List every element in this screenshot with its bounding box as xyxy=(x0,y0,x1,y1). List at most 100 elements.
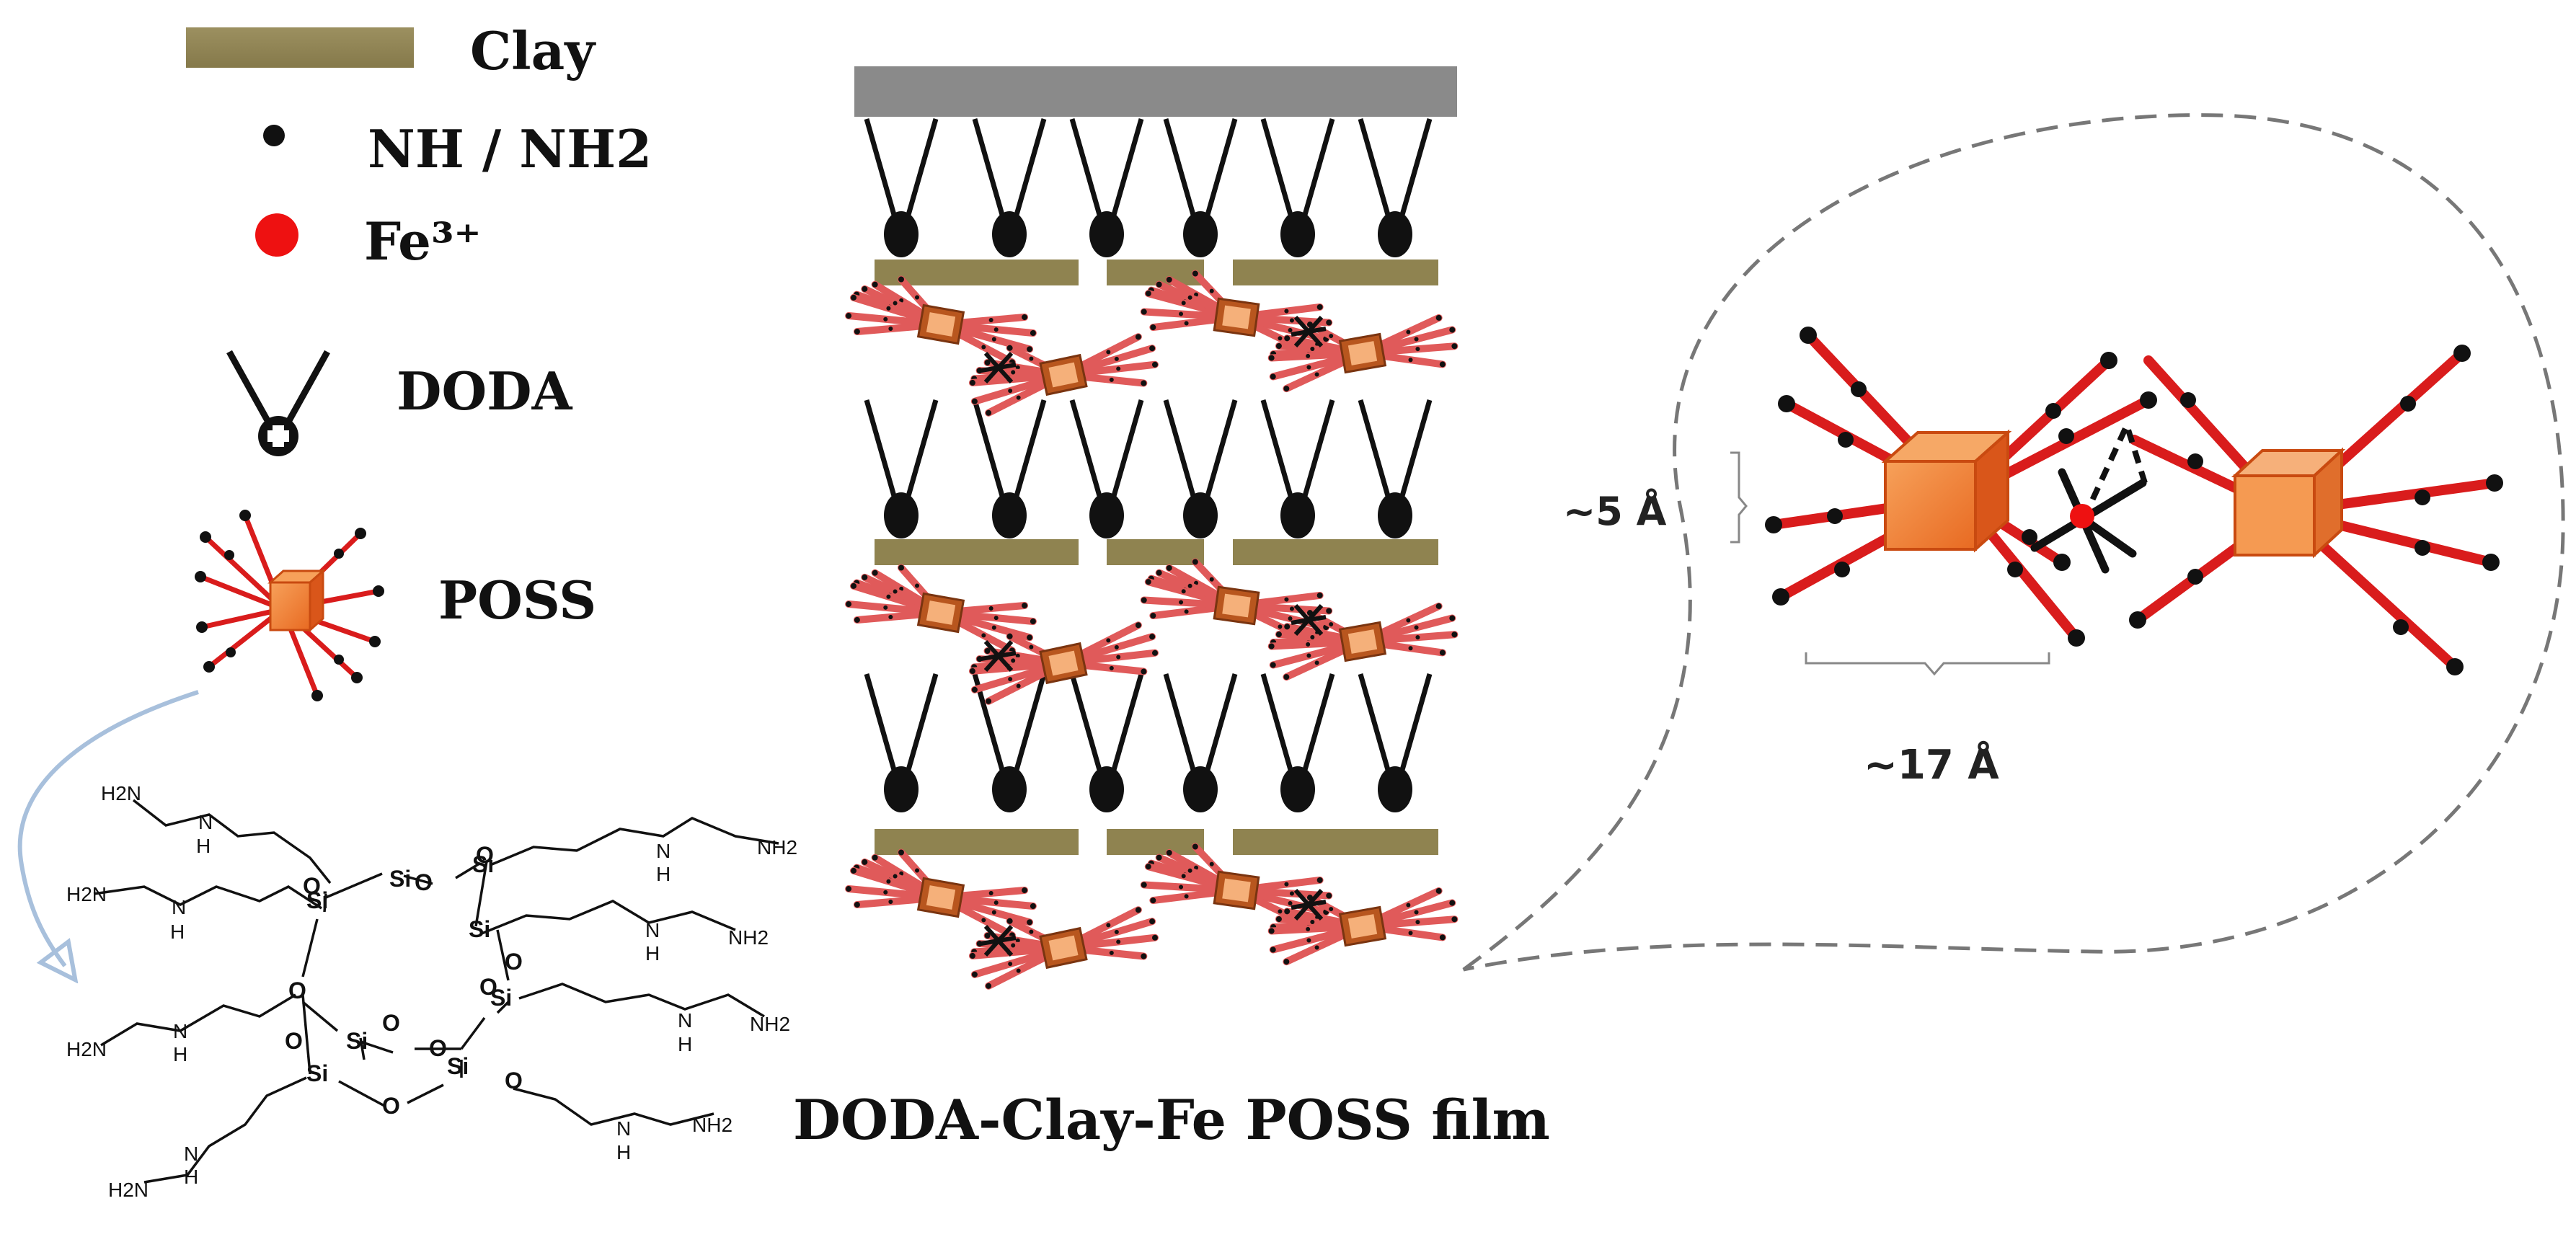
poss-cluster xyxy=(845,848,1037,939)
fe-ion-zoom xyxy=(2070,504,2094,528)
clay-sheet xyxy=(875,539,1079,565)
o-atom: O xyxy=(285,1028,303,1054)
clay-sheet xyxy=(1233,260,1438,285)
poss-cluster xyxy=(1267,602,1459,681)
doda-layers xyxy=(864,118,1433,812)
doda-molecule xyxy=(1358,118,1433,257)
height-dimension-label: ~5 Å xyxy=(1563,489,1667,534)
legend: Clay NH / NH2 Fe³⁺ DODA xyxy=(17,20,652,966)
zoom-callout-outline xyxy=(1462,113,2565,972)
doda-molecule xyxy=(1358,399,1433,538)
si-atom: Si xyxy=(472,851,494,877)
amine-n: N xyxy=(645,919,660,941)
clay-sheet xyxy=(1233,829,1438,855)
amine-n: N xyxy=(616,1117,631,1140)
clay-sheet xyxy=(875,829,1079,855)
poss-chemical-structure: Si Si Si Si Si Si Si Si O O O O O O O O … xyxy=(66,782,797,1201)
poss-cluster xyxy=(845,564,1037,655)
amine-group: NH2 xyxy=(728,926,769,949)
o-atom: O xyxy=(382,1010,400,1036)
poss-cluster xyxy=(1140,843,1333,929)
si-atom: Si xyxy=(469,916,490,942)
doda-molecule xyxy=(1260,399,1335,538)
fe-coordination-center xyxy=(1291,315,1327,348)
amine-group: H2N xyxy=(101,782,141,804)
o-atom: O xyxy=(429,1035,447,1061)
o-atom: O xyxy=(288,977,306,1003)
amine-h: H xyxy=(170,921,185,943)
clay-layers xyxy=(875,260,1438,855)
amine-h: H xyxy=(656,863,670,885)
si-atom: Si xyxy=(306,1060,328,1086)
film-stack xyxy=(845,66,1459,990)
o-atom: O xyxy=(505,949,523,975)
doda-molecule xyxy=(1163,673,1238,812)
amine-n: N xyxy=(173,1020,187,1042)
doda-molecule xyxy=(864,399,939,538)
film-title: DODA-Clay-Fe POSS film xyxy=(793,1088,1550,1152)
doda-molecule xyxy=(864,118,939,257)
si-atom: Si xyxy=(447,1053,469,1079)
amine-group: H2N xyxy=(66,883,107,905)
fe-coordination-center xyxy=(981,351,1017,384)
height-bracket xyxy=(1730,451,1748,544)
amine-group: NH2 xyxy=(750,1013,790,1035)
amine-n: N xyxy=(656,840,670,862)
doda-legend-label: DODA xyxy=(397,360,573,422)
width-dimension-label: ~17 Å xyxy=(1864,741,1999,789)
amine-h: H xyxy=(173,1043,187,1065)
doda-molecule xyxy=(1163,118,1238,257)
doda-molecule xyxy=(1260,118,1335,257)
doda-molecule xyxy=(972,118,1047,257)
poss-legend-icon xyxy=(195,510,384,701)
o-atom: O xyxy=(479,974,497,1000)
amine-group: H2N xyxy=(108,1179,149,1201)
o-atom: O xyxy=(476,842,494,868)
fe-coordination-center xyxy=(981,924,1017,957)
poss-layers xyxy=(845,270,1459,990)
si-atom: Si xyxy=(306,887,328,913)
amine-h: H xyxy=(645,942,660,965)
doda-molecule xyxy=(864,673,939,812)
doda-molecule xyxy=(972,673,1047,812)
o-atom: O xyxy=(505,1068,523,1094)
clay-sheet xyxy=(1107,260,1204,285)
amine-legend-label: NH / NH2 xyxy=(368,118,652,179)
fe-legend-dot xyxy=(255,213,298,257)
doda-molecule xyxy=(1260,673,1335,812)
clay-sheet xyxy=(1107,829,1204,855)
o-atom: O xyxy=(303,873,321,899)
poss-structure-arrow xyxy=(17,690,199,966)
clay-legend-label: Clay xyxy=(470,20,596,81)
poss-cluster xyxy=(968,621,1159,705)
doda-legend-icon xyxy=(226,350,330,456)
doda-molecule xyxy=(972,399,1047,538)
clay-sheet xyxy=(875,260,1079,285)
amine-n: N xyxy=(172,896,186,918)
amine-h: H xyxy=(616,1141,631,1163)
amine-group: H2N xyxy=(66,1038,107,1060)
doda-molecule xyxy=(1163,399,1238,538)
doda-molecule xyxy=(1069,673,1144,812)
o-atom: O xyxy=(415,869,433,895)
amine-group: NH2 xyxy=(692,1114,732,1136)
si-atom: Si xyxy=(389,866,411,892)
fe-legend-label: Fe³⁺ xyxy=(364,210,482,272)
poss-legend-label: POSS xyxy=(438,569,596,631)
amine-n: N xyxy=(198,811,213,833)
doda-molecule xyxy=(1069,399,1144,538)
si-atom: Si xyxy=(490,985,512,1011)
amine-legend-dot xyxy=(263,125,285,146)
width-bracket xyxy=(1805,652,2050,676)
amine-n: N xyxy=(678,1009,692,1032)
amine-h: H xyxy=(196,835,211,857)
poss-cluster xyxy=(1267,887,1459,966)
amine-group: NH2 xyxy=(757,836,797,859)
amine-n: N xyxy=(184,1143,198,1165)
si-atom: Si xyxy=(346,1028,368,1054)
substrate xyxy=(854,66,1457,117)
amine-h: H xyxy=(184,1166,198,1188)
poss-dimer-zoom xyxy=(1730,327,2503,676)
fe-coordination-center xyxy=(981,639,1017,673)
doda-molecule xyxy=(1358,673,1433,812)
